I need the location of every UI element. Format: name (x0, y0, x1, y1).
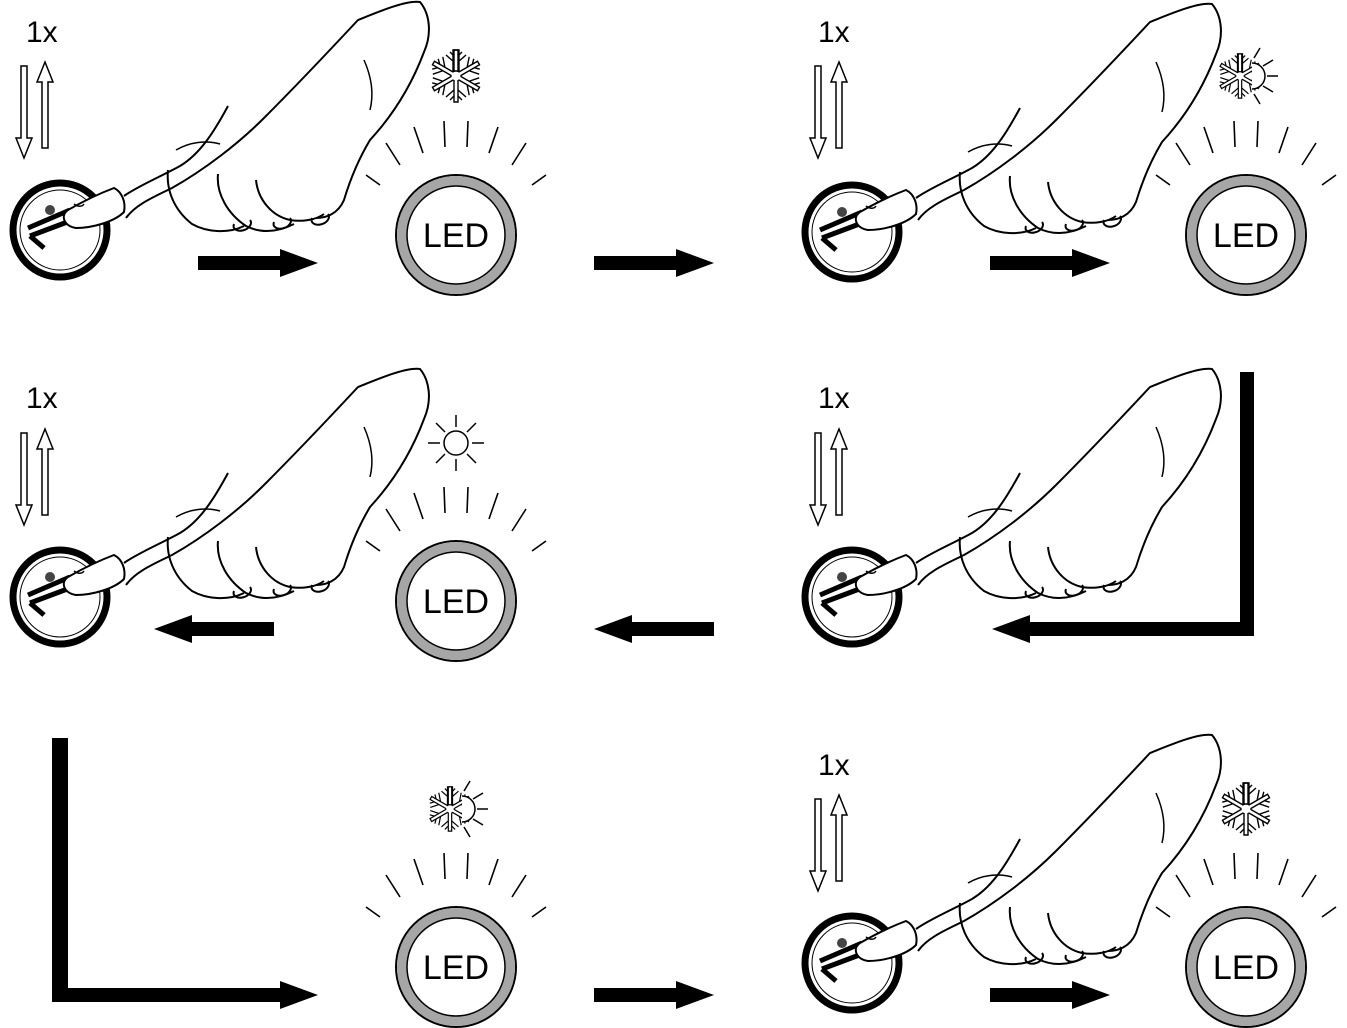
led-5: LED (366, 781, 546, 1027)
press-count: 1x (818, 16, 850, 49)
arrow-left (594, 615, 714, 643)
arrow-corner-right (52, 738, 318, 1009)
led-label: LED (423, 949, 489, 987)
sun-icon (427, 414, 485, 472)
hand-icon (62, 367, 430, 600)
led-6: LED (1156, 783, 1336, 1027)
press-count: 1x (26, 16, 58, 49)
led-button (1156, 853, 1336, 1027)
hand-icon (854, 2, 1222, 235)
press-count: 1x (818, 749, 850, 782)
hand-icon (854, 733, 1222, 966)
led-label: LED (423, 217, 489, 255)
step-3-press: 1x (13, 367, 430, 644)
press-release-arrows-icon (809, 61, 848, 159)
snowflake-sun-icon (1217, 48, 1278, 104)
led-button (366, 121, 546, 295)
arrow-left (154, 615, 274, 643)
hand-icon (854, 367, 1222, 600)
led-3: LED (366, 414, 546, 661)
hand-icon (62, 0, 430, 233)
snowflake-icon (1218, 783, 1273, 835)
arrow-right (990, 249, 1110, 277)
step-6-press: 1x (805, 733, 1222, 1010)
press-count: 1x (818, 382, 850, 415)
press-release-arrows-icon (15, 61, 54, 159)
press-release-arrows-icon (809, 428, 848, 526)
step-4-press: 1x (805, 367, 1222, 644)
led-button (366, 487, 546, 661)
led-label: LED (423, 583, 489, 621)
led-2: LED (1156, 48, 1336, 295)
led-label: LED (1213, 217, 1279, 255)
snowflake-icon (428, 50, 483, 102)
press-count: 1x (26, 382, 58, 415)
led-button (366, 853, 546, 1027)
arrow-right (594, 981, 714, 1009)
step-1-press: 1x (13, 0, 430, 277)
arrow-right (990, 981, 1110, 1009)
arrow-right (594, 249, 714, 277)
press-release-arrows-icon (809, 794, 848, 892)
snowflake-sun-icon (427, 781, 488, 837)
step-2-press: 1x (805, 2, 1222, 279)
press-release-arrows-icon (15, 428, 54, 526)
led-label: LED (1213, 949, 1279, 987)
arrow-right (198, 249, 318, 277)
led-1: LED (366, 50, 546, 295)
led-button (1156, 121, 1336, 295)
